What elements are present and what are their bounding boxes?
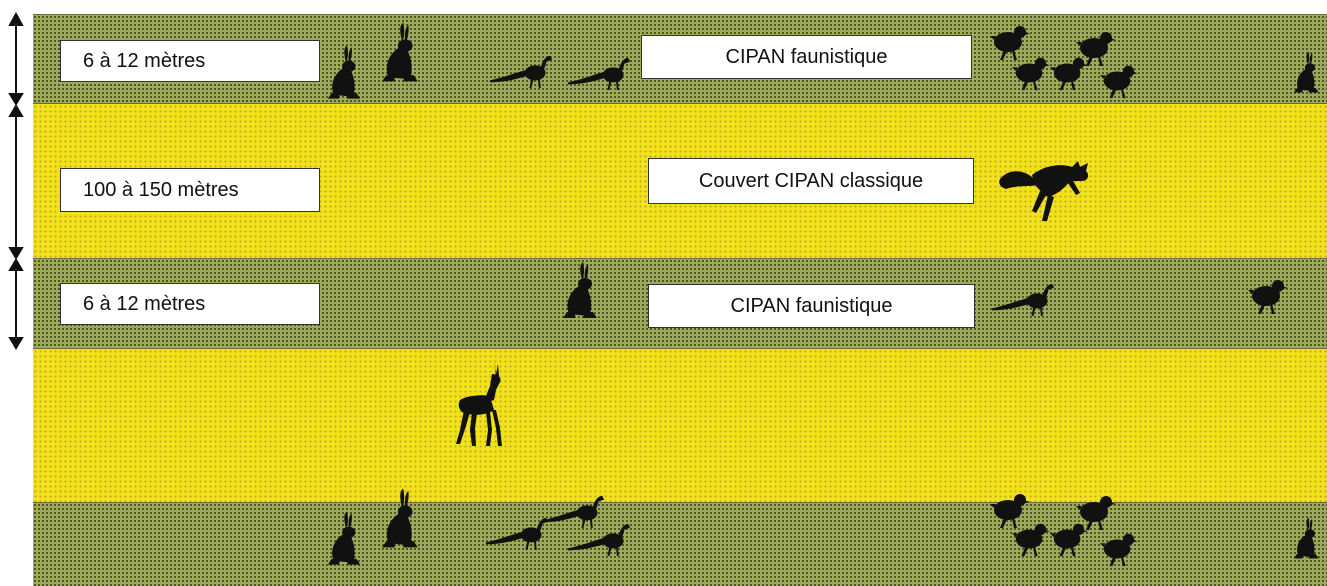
hare-icon [1290,50,1324,94]
classic-cover-field-lower [33,348,1327,502]
pheasant-icon [488,52,554,90]
hare-icon [380,20,422,84]
width-label-top-strip: 6 à 12 mètres [60,40,320,82]
double-arrow-icon [8,11,24,106]
cover-label-faunal-top: CIPAN faunistique [641,35,972,79]
partridge-icon [1248,276,1288,316]
dimension-arrows [8,11,24,350]
hare-icon [326,508,364,568]
width-label-middle-strip: 6 à 12 mètres [60,283,320,325]
hare-icon [380,486,422,550]
partridge-icon [1012,54,1050,92]
cover-label-classic: Couvert CIPAN classique [648,158,974,204]
width-label-classic-cover: 100 à 150 mètres [60,168,320,212]
partridge-icon [1100,62,1138,100]
pheasant-icon [566,520,632,558]
fox-icon [998,155,1098,225]
hare-icon [1290,516,1324,560]
pheasant-icon [566,54,632,92]
partridge-icon [1100,530,1138,568]
hare-icon [560,260,602,320]
partridge-icon [1076,492,1116,532]
pheasant-icon [990,280,1056,318]
double-arrow-icon [8,258,24,350]
double-arrow-icon [8,104,24,260]
cover-label-faunal-middle: CIPAN faunistique [648,284,975,328]
partridge-icon [1012,520,1050,558]
hare-icon [326,42,364,102]
roe-deer-icon [452,360,512,450]
